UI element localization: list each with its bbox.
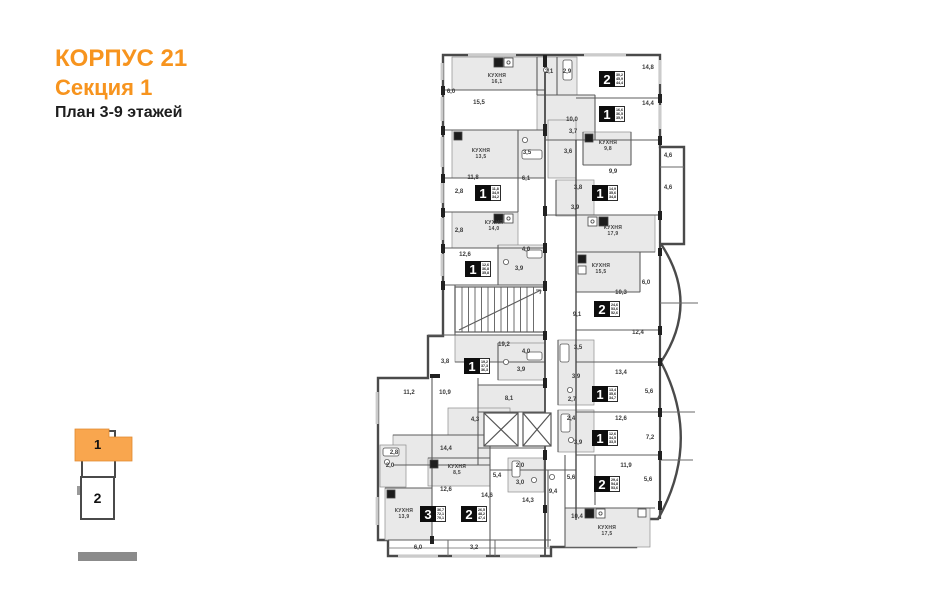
plan-title: КОРПУС 21 Секция 1 План 3-9 этажей: [55, 44, 187, 123]
bathroom-fixtures: [382, 59, 575, 483]
minimap-section-1[interactable]: 1: [74, 428, 133, 462]
apartment-rooms-count: 1: [592, 185, 608, 201]
apartment-rooms-count: 3: [420, 506, 436, 522]
minimap-section-2[interactable]: 2: [80, 476, 115, 520]
floors-subtitle: План 3-9 этажей: [55, 103, 183, 121]
apartment-rooms-count: 1: [592, 386, 608, 402]
window-marks: [375, 53, 662, 558]
staircase: [454, 286, 546, 333]
apartment-rooms-count: 1: [475, 185, 491, 201]
balcony-dividers: [388, 166, 698, 556]
minimap-section-2-label: 2: [93, 490, 102, 506]
apartment-rooms-count: 2: [599, 71, 615, 87]
building-title: КОРПУС 21: [55, 45, 188, 72]
apartment-rooms-count: 2: [461, 506, 477, 522]
minimap-ground: [78, 552, 137, 561]
wall-accents: [430, 55, 662, 544]
minimap-section-1-shape: [74, 428, 133, 462]
apartment-rooms-count: 1: [465, 261, 481, 277]
section-title: Секция 1: [55, 75, 153, 100]
kitchen-appliances: [386, 57, 647, 519]
service-rooms: [379, 56, 656, 548]
apartment-rooms-count: 2: [594, 476, 610, 492]
apartment-rooms-count: 1: [592, 430, 608, 446]
apartment-rooms-count: 1: [599, 106, 615, 122]
minimap-section-1-label: 1: [94, 437, 102, 452]
section-minimap: 3 2 1: [74, 428, 144, 568]
elevator-shafts: [483, 412, 552, 447]
apartment-rooms-count: 1: [464, 358, 480, 374]
apartment-rooms-count: 2: [594, 301, 610, 317]
